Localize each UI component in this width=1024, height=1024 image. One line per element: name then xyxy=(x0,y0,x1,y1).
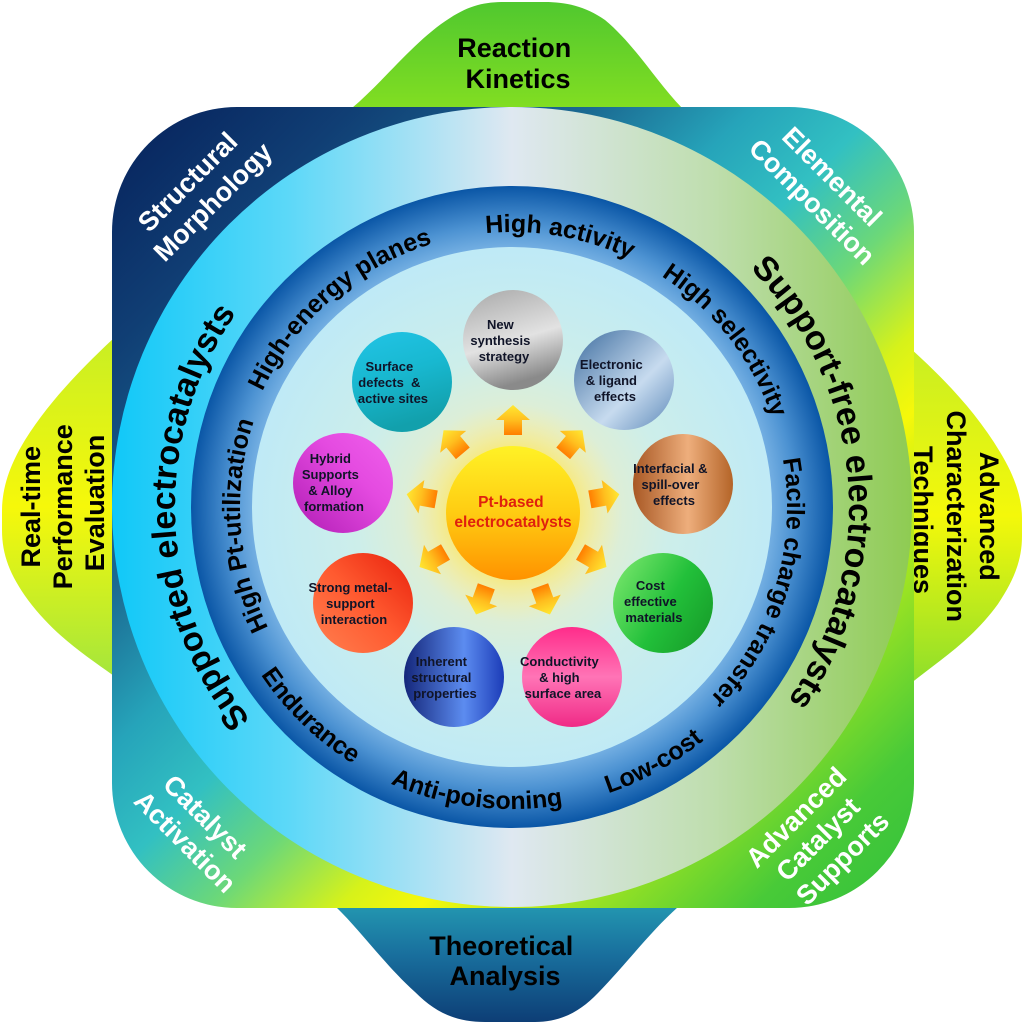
petal-theoretical-analysis: Theoretical Analysis xyxy=(334,885,680,1022)
node-circle xyxy=(574,330,674,430)
arrow-icon xyxy=(588,480,620,514)
center-pt-based-electrocatalysts: Pt-based electrocatalysts xyxy=(446,446,580,580)
node-label-line: defects & xyxy=(358,375,420,390)
node-label-line: active sites xyxy=(358,391,428,406)
petal-label-line: Evaluation xyxy=(80,435,110,572)
node-cost-effective-materials: Cost effective materials xyxy=(613,553,713,653)
arrow-icon xyxy=(440,430,470,460)
node-new-synthesis-strategy: New synthesis strategy xyxy=(463,290,563,390)
petal-label-line: Advanced xyxy=(974,452,1004,581)
node-circle xyxy=(633,434,733,534)
petal-label-line: Reaction xyxy=(457,33,571,63)
arrow-up-icon xyxy=(496,405,530,435)
petal-shape xyxy=(2,336,135,678)
node-circle xyxy=(352,332,452,432)
node-label-line: Surface xyxy=(366,359,414,374)
node-circle xyxy=(313,553,413,653)
petal-label-line: Theoretical xyxy=(429,931,573,961)
petal-label-line: Performance xyxy=(48,424,78,589)
node-label-line: & high xyxy=(539,670,579,685)
petal-label-line: Characterization xyxy=(941,410,971,622)
node-label-line: New xyxy=(487,317,515,332)
node-circle xyxy=(463,290,563,390)
petal-shape xyxy=(334,885,680,1022)
node-label-line: surface area xyxy=(525,686,602,701)
petal-label-line: Kinetics xyxy=(465,64,570,94)
node-circle xyxy=(404,627,504,727)
node-circle xyxy=(522,627,622,727)
node-label-line: & Alloy xyxy=(308,483,353,498)
node-circle xyxy=(293,433,393,533)
node-circle xyxy=(613,553,713,653)
node-label: Cost effective materials xyxy=(624,578,702,625)
node-label-line: effects xyxy=(653,493,695,508)
node-label-line: materials xyxy=(625,610,682,625)
node-label-line: properties xyxy=(413,686,477,701)
center-label-line: Pt-based xyxy=(478,494,543,511)
petal-shape xyxy=(350,2,684,130)
node-label-line: spill-over xyxy=(641,477,699,492)
arrow-icon xyxy=(406,480,438,514)
center-sun xyxy=(446,446,580,580)
petal-real-time-performance-evaluation: Real-time Performance Evaluation xyxy=(2,336,135,678)
petal-label-top: Reaction Kinetics xyxy=(457,33,579,94)
node-label-line: & ligand xyxy=(586,373,637,388)
petal-label-left: Real-time Performance Evaluation xyxy=(16,417,110,590)
petal-label-line: Real-time xyxy=(16,446,46,568)
petal-label-bottom: Theoretical Analysis xyxy=(429,931,581,991)
node-label-line: Supports xyxy=(302,467,359,482)
center-label: Pt-based electrocatalysts xyxy=(454,494,571,531)
node-label-line: interaction xyxy=(321,612,388,627)
node-hybrid-supports-alloy-formation: Hybrid Supports & Alloy formation xyxy=(293,433,393,533)
node-label-line: Strong metal- xyxy=(308,580,392,595)
node-label-line: Cost xyxy=(636,578,666,593)
arrow-icon xyxy=(419,544,450,575)
arrow-icon xyxy=(465,583,498,615)
node-label-line: Conductivity xyxy=(520,654,599,669)
node-label-line: support xyxy=(326,596,375,611)
node-interfacial-spill-over-effects: Interfacial & spill-over effects xyxy=(633,434,733,534)
node-label: Hybrid Supports & Alloy formation xyxy=(302,451,384,514)
node-label: Interfacial & spill-over effects xyxy=(633,461,733,508)
node-label-line: synthesis xyxy=(470,333,530,348)
radiating-arrows xyxy=(406,405,620,615)
node-label: Conductivity & high surface area xyxy=(520,654,624,701)
node-label-line: Electronic xyxy=(580,357,643,372)
node-label: Electronic & ligand effects xyxy=(580,357,668,404)
node-electronic-ligand-effects: Electronic & ligand effects xyxy=(574,330,674,430)
node-conductivity-surface-area: Conductivity & high surface area xyxy=(520,627,624,727)
node-label-line: Inherent xyxy=(416,654,468,669)
node-label-line: structural xyxy=(411,670,471,685)
node-strong-metal-support-interaction: Strong metal- support interaction xyxy=(308,553,417,653)
node-label: Surface defects & active sites xyxy=(358,359,446,406)
node-label-line: effects xyxy=(594,389,636,404)
petal-label-line: Analysis xyxy=(449,961,560,991)
node-label: Strong metal- support interaction xyxy=(308,580,417,627)
node-label: Inherent structural properties xyxy=(411,654,496,701)
node-inherent-structural-properties: Inherent structural properties xyxy=(404,627,504,727)
node-label: New synthesis strategy xyxy=(470,317,555,364)
node-label-line: Hybrid xyxy=(310,451,351,466)
petal-shape xyxy=(890,346,1022,686)
arrow-icon xyxy=(576,544,607,575)
arrow-icon xyxy=(528,583,561,615)
petal-reaction-kinetics: Reaction Kinetics xyxy=(350,2,684,130)
arrow-icon xyxy=(556,430,586,460)
center-label-line: electrocatalysts xyxy=(454,514,571,531)
node-surface-defects-active-sites: Surface defects & active sites xyxy=(352,332,452,432)
node-label-line: effective xyxy=(624,594,677,609)
node-label-line: strategy xyxy=(479,349,530,364)
node-label-line: Interfacial & xyxy=(633,461,707,476)
node-label-line: formation xyxy=(304,499,364,514)
